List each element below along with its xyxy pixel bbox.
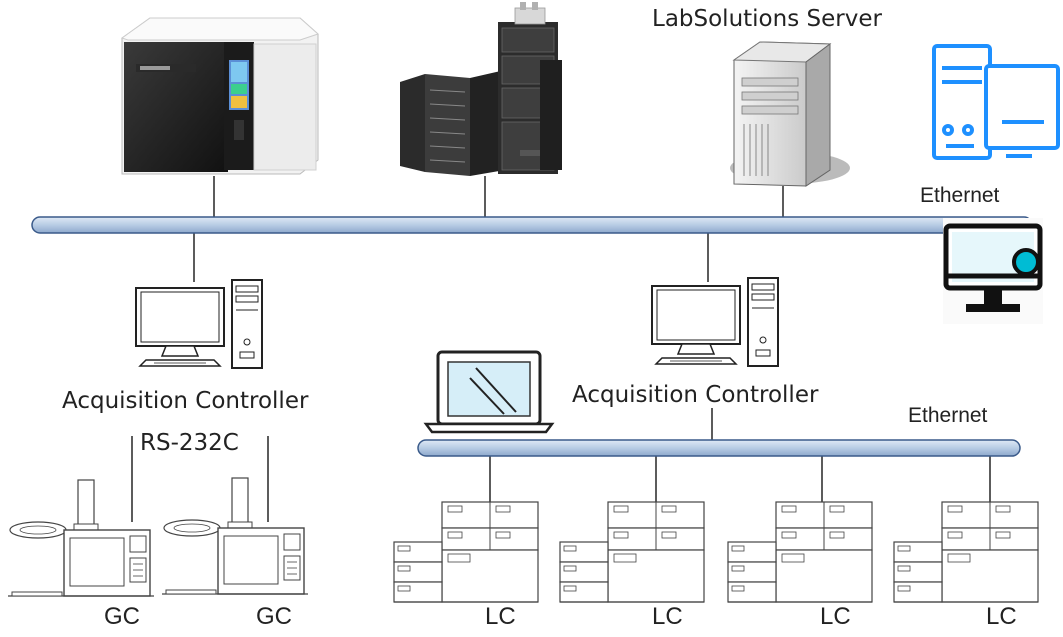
workstation-icon [651, 277, 779, 367]
ethernet-label-bottom: Ethernet [908, 404, 988, 427]
server-icon [730, 41, 850, 187]
gc-label: GC [256, 603, 292, 630]
lc-instrument-icon [727, 501, 873, 603]
lc-instrument-icon [893, 501, 1039, 603]
server-label: LabSolutions Server [652, 6, 882, 32]
acquisition-controller-label-right: Acquisition Controller [572, 382, 819, 408]
lc-system-icon [400, 2, 562, 176]
ethernet-bus-bottom [417, 439, 1021, 457]
connection-lines [131, 176, 991, 522]
gc-instrument-icon [161, 477, 309, 595]
ethernet-label-top: Ethernet [920, 184, 1000, 207]
lc-label: LC [986, 603, 1017, 630]
ethernet-bus-top [31, 216, 1033, 234]
rs232c-label: RS-232C [140, 430, 239, 456]
lc-label: LC [652, 603, 683, 630]
lc-label: LC [820, 603, 851, 630]
workstation-icon [135, 279, 263, 369]
gc-nexis-instrument-icon [120, 17, 319, 175]
acquisition-controller-label-left: Acquisition Controller [62, 388, 309, 414]
gc-label: GC [104, 603, 140, 630]
desktop-pc-icon [932, 44, 1060, 160]
lc-instrument-icon [393, 501, 539, 603]
monitor-display-icon [943, 218, 1043, 324]
lc-instrument-icon [559, 501, 705, 603]
laptop-icon [423, 350, 555, 434]
lc-label: LC [485, 603, 516, 630]
